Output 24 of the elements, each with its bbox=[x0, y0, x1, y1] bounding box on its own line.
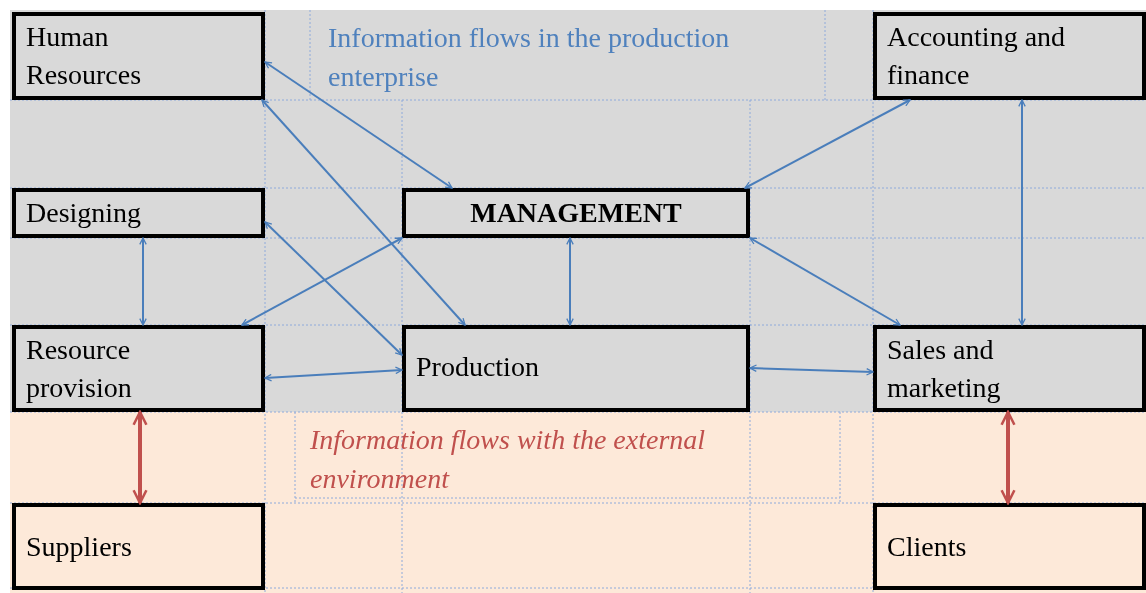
double-arrow bbox=[744, 99, 911, 189]
department-box: Human Resources bbox=[12, 12, 265, 100]
double-arrow bbox=[1018, 99, 1026, 326]
double-arrow bbox=[261, 99, 466, 326]
double-arrow bbox=[139, 237, 147, 326]
external-party-box: Clients bbox=[873, 503, 1146, 590]
double-arrow bbox=[749, 364, 874, 376]
double-arrow bbox=[264, 221, 403, 356]
section-caption: Information flows in the production enterprise bbox=[328, 21, 731, 94]
management-box: MANAGEMENT bbox=[402, 188, 750, 238]
section-caption: Information flows with the external environment bbox=[310, 423, 707, 496]
department-box: Accounting and finance bbox=[873, 12, 1146, 100]
double-arrow bbox=[132, 410, 148, 505]
double-arrow bbox=[241, 237, 403, 326]
double-arrow bbox=[264, 61, 453, 189]
external-party-box: Suppliers bbox=[12, 503, 265, 590]
double-arrow bbox=[264, 366, 403, 382]
double-arrow bbox=[1000, 410, 1016, 505]
department-box: Production bbox=[402, 325, 750, 412]
department-box: Sales and marketing bbox=[873, 325, 1146, 412]
double-arrow bbox=[566, 237, 574, 326]
department-box: Designing bbox=[12, 188, 265, 238]
double-arrow bbox=[749, 237, 901, 326]
department-box: Resource provision bbox=[12, 325, 265, 412]
